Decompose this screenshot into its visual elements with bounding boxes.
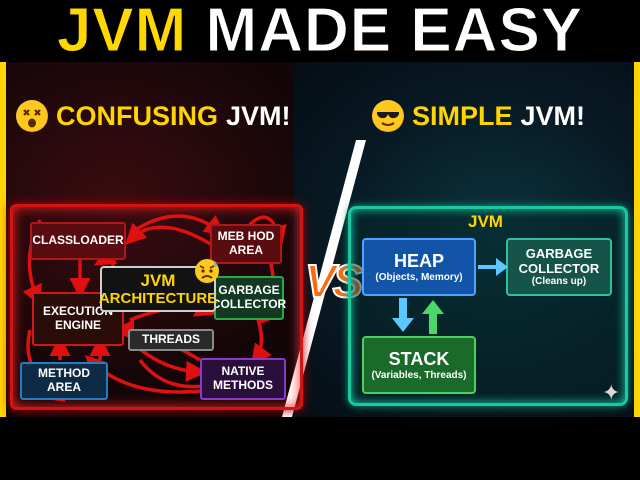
gc-line1: GARBAGE bbox=[218, 283, 280, 298]
heap-title: HEAP bbox=[393, 251, 444, 271]
heap-to-gc-arrow bbox=[478, 258, 508, 276]
method-area-top-line1: MEB HOD bbox=[217, 229, 275, 244]
method-area-bottom-line1: METHOD bbox=[38, 366, 90, 381]
simple-word: SIMPLE bbox=[412, 100, 513, 131]
confusing-subtitle: CONFUSING JVM! bbox=[16, 100, 291, 132]
sunglasses-face-icon bbox=[372, 100, 404, 132]
simple-subtitle: SIMPLE JVM! bbox=[372, 100, 585, 132]
stack-title: STACK bbox=[388, 349, 450, 369]
method-area-top-node: MEB HOD AREA bbox=[210, 224, 282, 264]
gc-simple-line2: COLLECTOR bbox=[518, 260, 600, 276]
stack-node: STACK (Variables, Threads) bbox=[362, 336, 476, 394]
native-line1: NATIVE bbox=[221, 364, 265, 379]
anxious-face-icon bbox=[194, 258, 220, 289]
execution-line2: ENGINE bbox=[54, 318, 101, 332]
title-banner: JVM MADE EASY bbox=[0, 0, 640, 62]
heap-subtitle: (Objects, Memory) bbox=[375, 272, 463, 283]
native-methods-node: NATIVE METHODS bbox=[200, 358, 286, 400]
gc-line2: COLLECTOR bbox=[211, 297, 287, 311]
method-area-bottom-node: METHOD AREA bbox=[20, 362, 108, 400]
gc-simple-line1: GARBAGE bbox=[525, 246, 593, 262]
execution-line1: EXECUTION bbox=[42, 304, 113, 319]
title-made-easy: MADE EASY bbox=[205, 0, 584, 65]
confusing-word: CONFUSING bbox=[56, 100, 218, 131]
bottom-band bbox=[0, 417, 640, 480]
stack-subtitle: (Variables, Threads) bbox=[371, 370, 467, 381]
heap-to-stack-arrow bbox=[392, 298, 414, 332]
classloader-node: CLASSLOADER bbox=[30, 222, 126, 260]
threads-label: THREADS bbox=[141, 332, 200, 347]
classloader-label: CLASSLOADER bbox=[32, 233, 124, 248]
jvm-heading: JVM bbox=[468, 212, 503, 231]
gc-simple-subtitle: (Cleans up) bbox=[531, 275, 587, 287]
stack-to-heap-arrow bbox=[422, 300, 444, 334]
simple-jvm: JVM! bbox=[520, 100, 586, 131]
page-title: JVM MADE EASY bbox=[56, 0, 584, 65]
threads-node: THREADS bbox=[128, 329, 214, 351]
center-line2: ARCHITECTURE bbox=[98, 290, 218, 308]
method-area-top-line2: AREA bbox=[228, 243, 263, 257]
confusing-jvm: JVM! bbox=[226, 100, 291, 131]
sparkle-icon: ✦ bbox=[602, 380, 621, 405]
title-jvm: JVM bbox=[56, 0, 188, 65]
method-area-bottom-line2: AREA bbox=[46, 380, 81, 394]
center-line1: JVM bbox=[140, 270, 176, 290]
garbage-collector-node: GARBAGE COLLECTOR bbox=[211, 276, 287, 320]
confusing-diagram-panel bbox=[10, 204, 303, 410]
garbage-collector-simple-node: GARBAGE COLLECTOR (Cleans up) bbox=[506, 238, 612, 296]
dizzy-face-icon bbox=[16, 100, 48, 132]
execution-engine-node: EXECUTION ENGINE bbox=[32, 292, 124, 346]
native-line2: METHODS bbox=[213, 378, 273, 392]
heap-node: HEAP (Objects, Memory) bbox=[362, 238, 476, 296]
